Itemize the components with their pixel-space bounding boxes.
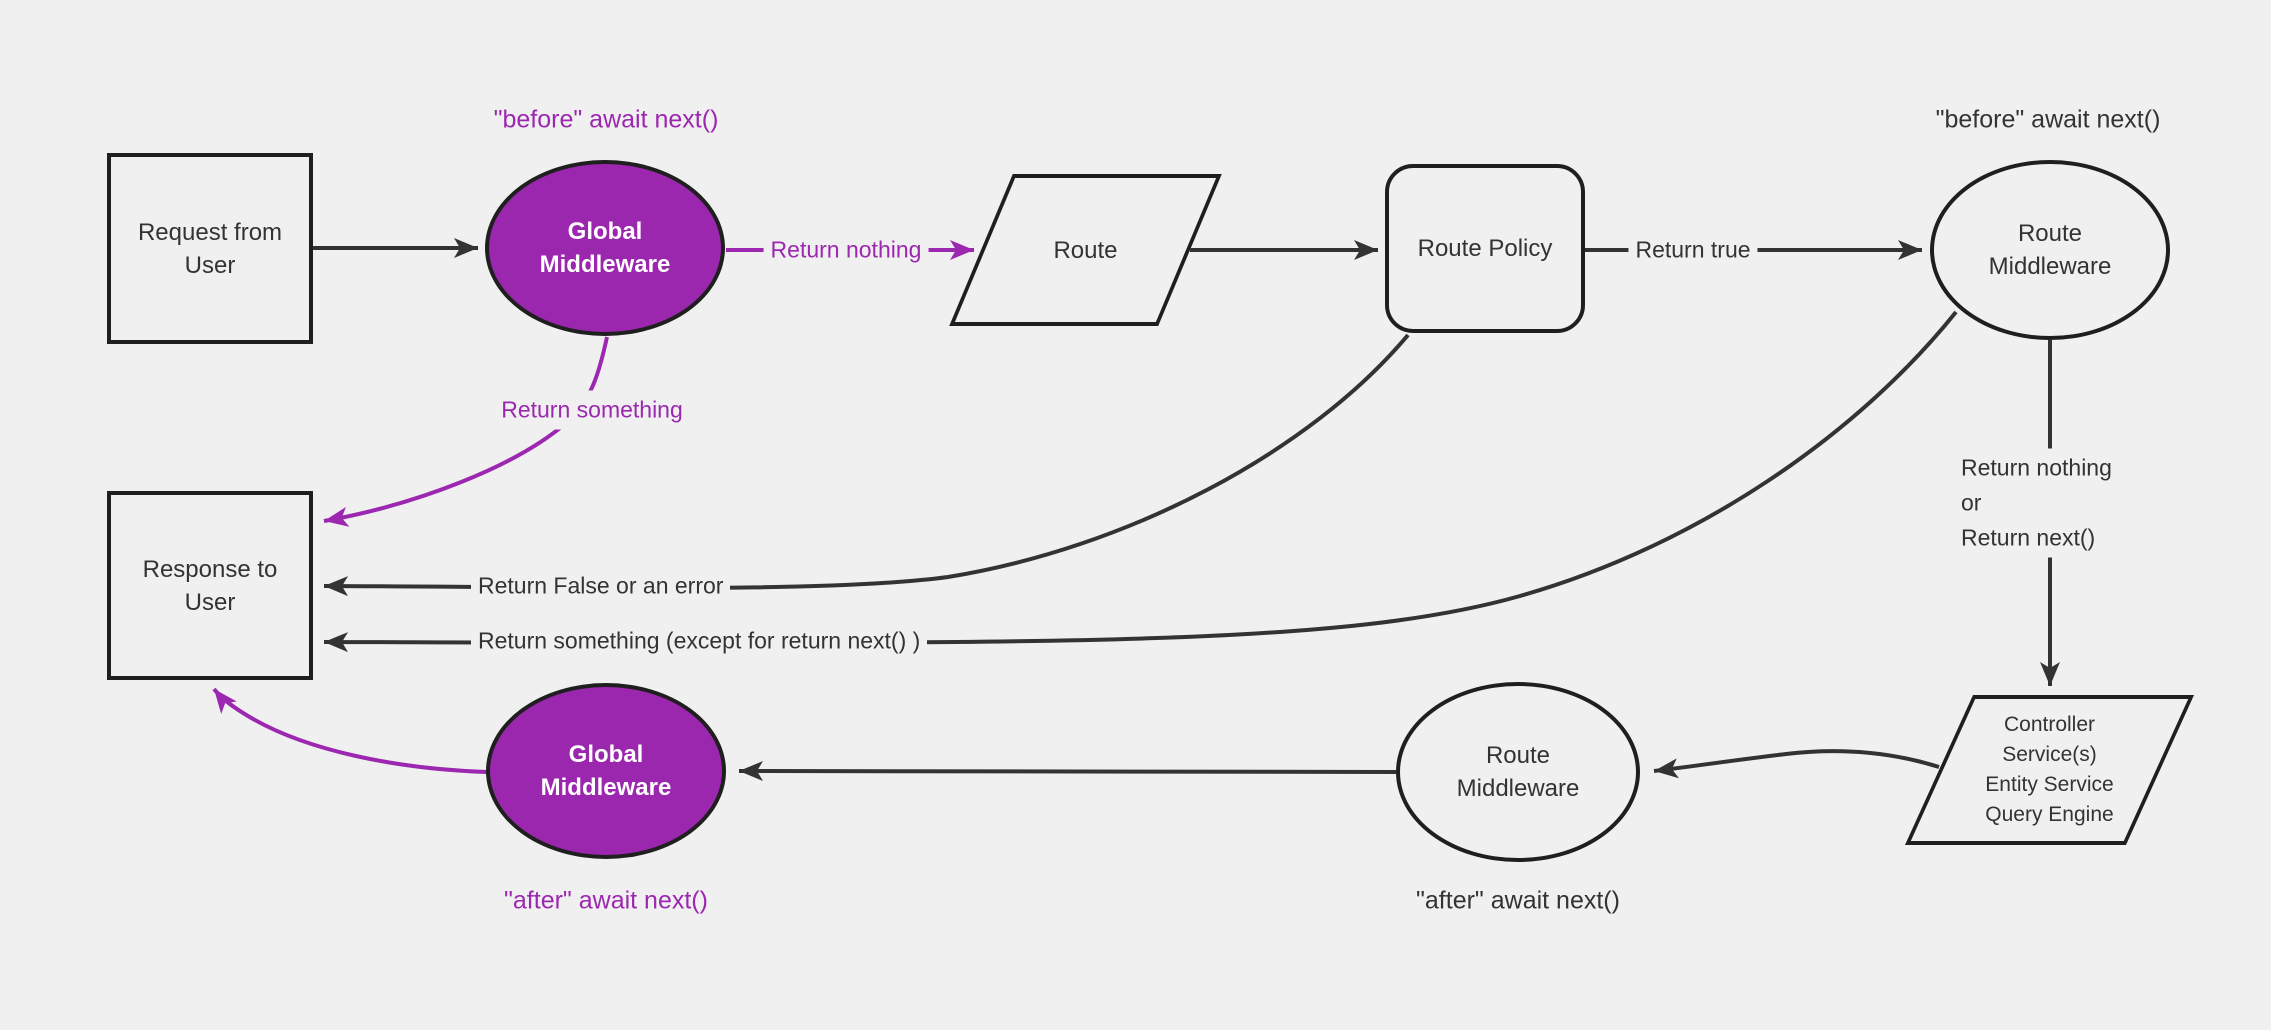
node-global-middleware-bottom: Global Middleware [486, 683, 726, 859]
node-route-label: Route [1053, 236, 1118, 264]
edge-routepolicy-to-response [323, 333, 1410, 597]
node-global-middleware-top: Global Middleware [485, 160, 725, 336]
node-route: Route [949, 174, 1222, 326]
node-route-middleware-bottom: Route Middleware [1396, 682, 1640, 862]
annotation-before-await-route: "before" await next() [1935, 105, 2161, 134]
edge-label-return-something: Return something [494, 390, 690, 430]
annotation-after-await-route: "after" await next() [1416, 886, 1620, 915]
edge-globalmw-to-response [323, 336, 609, 527]
edge-label-return-true: Return true [1628, 230, 1758, 270]
edge-label-return-false-or-error: Return False or an error [471, 566, 731, 606]
node-route-policy: Route Policy [1385, 164, 1585, 333]
edge-label-return-nothing-or-next: Return nothing or Return next() [1954, 448, 2119, 558]
edge-routemw-bottom-to-globalmw-bottom [738, 761, 1397, 782]
annotation-before-await-global: "before" await next() [493, 105, 719, 134]
node-controller-services-label: Controller Service(s) Entity Service Que… [1985, 713, 2114, 826]
node-response-to-user: Response to User [107, 491, 313, 680]
edge-controller-to-routemw-bottom [1653, 749, 1940, 779]
edge-label-return-nothing: Return nothing [763, 230, 929, 270]
edge-label-return-something-except: Return something (except for return next… [471, 621, 928, 661]
edge-globalmw-bottom-to-response [212, 687, 488, 774]
annotation-after-await-global: "after" await next() [504, 886, 708, 915]
node-request-from-user: Request from User [107, 153, 313, 344]
node-controller-services: Controller Service(s) Entity Service Que… [1904, 695, 2195, 845]
node-route-middleware-top: Route Middleware [1930, 160, 2170, 340]
